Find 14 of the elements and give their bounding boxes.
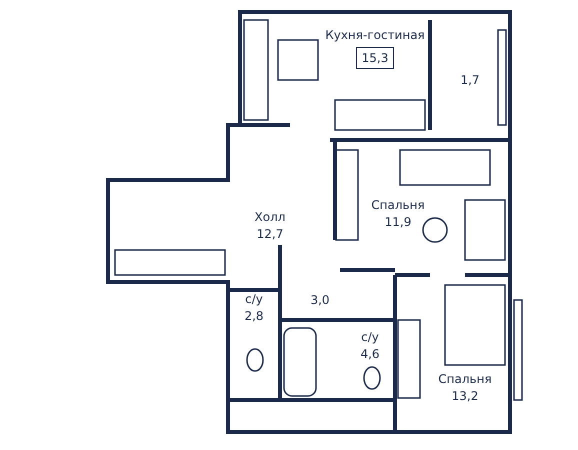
room-area-label: 2,8 xyxy=(244,309,264,323)
room-area-label: 12,7 xyxy=(256,227,284,241)
room-name: с/у xyxy=(361,330,379,344)
room-area-label: 3,0 xyxy=(310,293,330,307)
room-area-label: 15,3 xyxy=(356,47,394,69)
room-name: Спальня xyxy=(438,372,492,386)
room-name: Холл xyxy=(254,210,286,224)
room-name: Спальня xyxy=(371,198,425,212)
room-area-label: 13,2 xyxy=(452,389,478,403)
room-area-label: 11,9 xyxy=(384,215,412,229)
room-name: Кухня-гостиная xyxy=(325,28,425,42)
room-area-label: 1,7 xyxy=(460,73,480,87)
room-area-label: 4,6 xyxy=(360,347,380,361)
room-name: с/у xyxy=(245,292,263,306)
